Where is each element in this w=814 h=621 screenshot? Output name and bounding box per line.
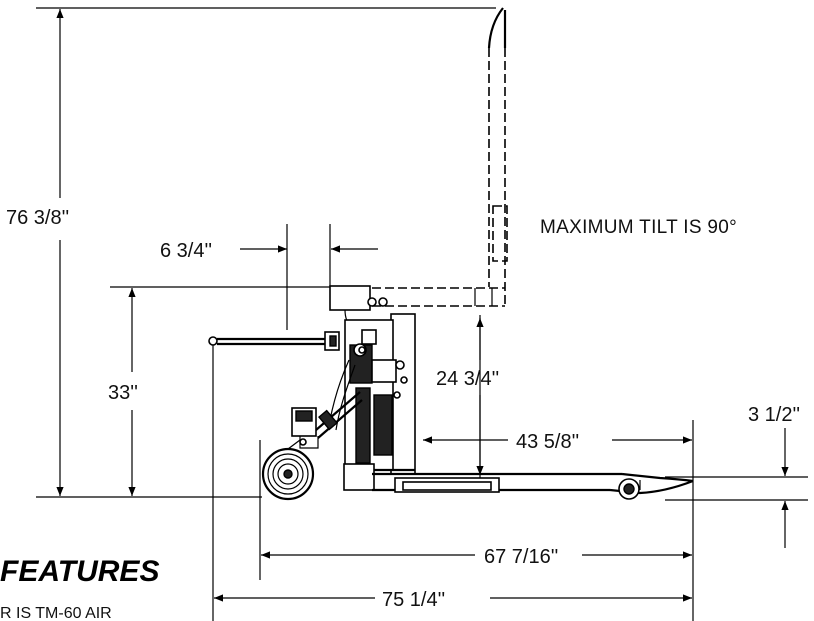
features-first-line: R IS TM-60 AIR <box>0 605 112 621</box>
dim-offset-top: 6 3/4'' <box>160 240 212 262</box>
tilted-fork-outline <box>333 7 508 307</box>
dimension-lines <box>56 9 789 602</box>
dim-fork-length: 43 5/8'' <box>516 431 579 453</box>
dim-fork-thickness: 3 1/2'' <box>748 404 800 426</box>
extension-lines <box>36 7 808 621</box>
pull-handle[interactable] <box>208 331 340 351</box>
dim-frame-height: 33'' <box>108 382 138 404</box>
tilt-note: MAXIMUM TILT IS 90° <box>540 217 737 238</box>
dim-overall-height: 76 3/8'' <box>6 207 69 229</box>
dim-overall-length: 75 1/4'' <box>382 589 445 611</box>
steer-wheel <box>261 439 315 501</box>
dim-base-length: 67 7/16'' <box>484 546 558 568</box>
main-frame <box>329 313 416 491</box>
linkage <box>291 391 363 449</box>
dim-fork-height: 24 3/4'' <box>436 368 499 390</box>
features-heading: FEATURES <box>0 555 159 588</box>
fork-legs <box>372 472 694 500</box>
